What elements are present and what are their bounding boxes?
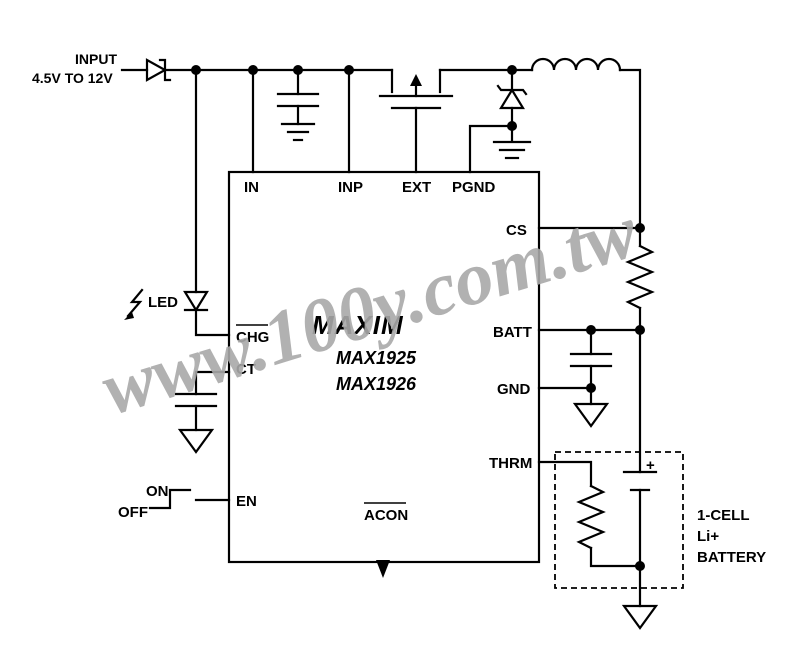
inductor bbox=[510, 57, 642, 230]
input-capacitor bbox=[276, 68, 320, 142]
acon-output-arrow bbox=[376, 560, 390, 578]
pgnd-ground-symbol bbox=[492, 140, 532, 160]
battery-polarity: + bbox=[646, 457, 655, 474]
catch-diode bbox=[496, 68, 528, 142]
battery-label-line1: 1-CELL bbox=[697, 507, 750, 524]
led-label: LED bbox=[148, 294, 178, 311]
pin-chg: CHG bbox=[236, 329, 269, 346]
pgnd-wire bbox=[468, 124, 514, 174]
battery-label-line3: BATTERY bbox=[697, 549, 766, 566]
battery-symbol bbox=[622, 470, 658, 608]
part-number-1: MAX1925 bbox=[336, 348, 417, 368]
input-label: INPUT bbox=[75, 51, 117, 67]
led bbox=[183, 290, 231, 337]
pin-en: EN bbox=[236, 493, 257, 510]
output-capacitor bbox=[569, 328, 613, 406]
on-off-switch bbox=[148, 488, 231, 510]
battery-pack-outline bbox=[554, 451, 684, 589]
ct-wire bbox=[194, 370, 231, 396]
input-range-label: 4.5V TO 12V bbox=[32, 70, 113, 86]
pin-inp: INP bbox=[338, 179, 363, 196]
pmos-switch bbox=[378, 68, 514, 174]
part-number-2: MAX1926 bbox=[336, 374, 417, 394]
pin-ct: CT bbox=[236, 361, 256, 378]
junction-dot bbox=[635, 561, 645, 571]
battery-ground-symbol bbox=[621, 604, 659, 630]
pin-in: IN bbox=[244, 179, 259, 196]
pin-acon: ACON bbox=[364, 507, 408, 524]
timing-capacitor bbox=[174, 392, 218, 454]
gnd-ground-symbol bbox=[572, 402, 610, 428]
junction-dot bbox=[586, 383, 596, 393]
thermistor bbox=[576, 484, 642, 568]
battery-label-line2: Li+ bbox=[697, 528, 719, 545]
switch-off-label: OFF bbox=[118, 504, 148, 521]
maxim-logo: MAXIM bbox=[312, 310, 404, 340]
pin-ext: EXT bbox=[402, 179, 431, 196]
pin-batt: BATT bbox=[493, 324, 532, 341]
pin-cs: CS bbox=[506, 222, 527, 239]
led-light-arrow-icon bbox=[124, 288, 144, 320]
pin-thrm: THRM bbox=[489, 455, 532, 472]
switch-on-label: ON bbox=[146, 483, 169, 500]
pin-pgnd: PGND bbox=[452, 179, 496, 196]
pin-gnd: GND bbox=[497, 381, 531, 398]
thrm-wire bbox=[537, 460, 593, 488]
